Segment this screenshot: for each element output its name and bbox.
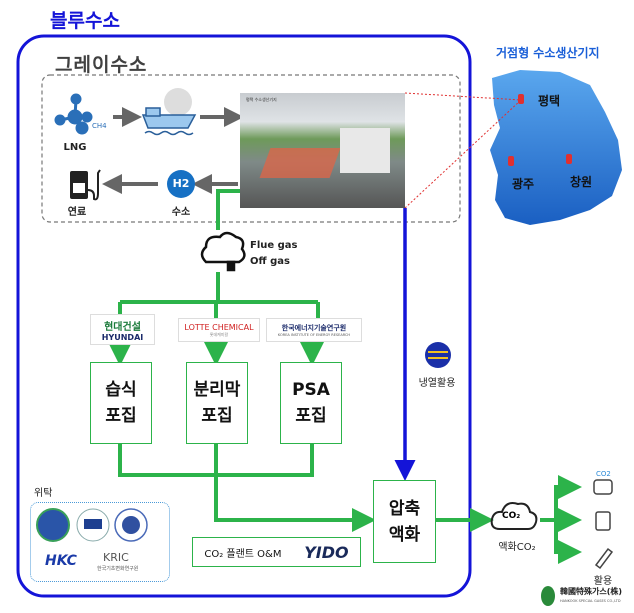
kric-sub: 한국기초변화연구원	[97, 566, 139, 572]
h2-text: H2	[172, 177, 190, 190]
lng-ship-icon	[141, 88, 197, 136]
ch4-label: CH4	[92, 122, 107, 130]
kier-sub-text: KOREA INSTITUTE OF ENERGY RESEARCH	[277, 333, 351, 337]
korea-map	[490, 70, 622, 225]
flue-gas-icon	[200, 231, 246, 272]
dry-ice-icon	[593, 479, 613, 495]
hyundai-enc-text: 현대건설	[104, 321, 141, 333]
om-box: CO₂ 플랜트 O&M YIDO	[192, 537, 361, 567]
cold-heat-logo-icon	[425, 342, 451, 368]
consign-box: HKC KRIC 한국기초변화연구원	[30, 502, 170, 582]
gray-hydrogen-frame	[41, 74, 461, 223]
co2-cloud-label: CO₂	[502, 511, 521, 521]
university-logos	[36, 508, 148, 542]
kric-logo: KRIC	[103, 551, 129, 564]
lotte-text: LOTTE CHEMICAL	[184, 322, 254, 332]
hyundai-text: HYUNDAI	[101, 332, 144, 342]
membrane-capture-box: 분리막 포집	[186, 362, 248, 444]
co2-cloud-icon	[490, 502, 538, 530]
flue-gas-label: Flue gas	[250, 240, 298, 251]
site-label-pyeongtaek: 평택	[538, 94, 561, 108]
company-name: 韓國特殊가스(株)	[560, 587, 623, 596]
plant-structure	[259, 148, 341, 178]
h2-icon	[167, 170, 195, 198]
hydrogen-label: 수소	[171, 207, 191, 218]
site-label-changwon: 창원	[570, 175, 593, 189]
site-marker-gwangju	[508, 156, 514, 166]
liquid-co2-label: 액화CO₂	[498, 542, 536, 553]
site-label-gwangju: 광주	[512, 177, 535, 191]
consign-title: 위탁	[34, 488, 53, 499]
hydrogen-plant-photo: 평택 수소생산기지	[240, 93, 405, 208]
blue-hydrogen-frame	[16, 34, 472, 598]
fuel-label: 연료	[67, 207, 87, 218]
psa-capture-box: PSA 포집	[280, 362, 342, 444]
usage-label: 활용	[593, 576, 613, 587]
kier-text: 한국에너지기술연구원	[281, 324, 347, 332]
compress-liquefy-box: 압축 액화	[373, 480, 436, 563]
kier-logo: 한국에너지기술연구원 KOREA INSTITUTE OF ENERGY RES…	[266, 318, 362, 342]
site-marker-pyeongtaek	[518, 94, 524, 104]
hyundai-logo: 현대건설 HYUNDAI	[90, 314, 155, 345]
off-gas-label: Off gas	[250, 256, 290, 267]
usage-icons	[593, 479, 614, 570]
lng-molecule-icon	[54, 93, 93, 135]
co2-usage-label: CO2	[596, 470, 611, 478]
blue-hydrogen-title: 블루수소	[50, 10, 120, 32]
bottle-icon	[594, 547, 614, 570]
beverage-icon	[595, 511, 611, 531]
company-sub: HANKOOK SPECIAL GASES CO.,LTD	[560, 599, 621, 603]
om-label: CO₂ 플랜트 O&M	[204, 548, 282, 560]
lng-label: LNG	[63, 142, 87, 153]
wet-capture-box: 습식 포집	[90, 362, 152, 444]
gray-hydrogen-title: 그레이수소	[55, 54, 148, 76]
company-logo-icon	[541, 586, 555, 606]
photo-caption: 평택 수소생산기지	[246, 97, 277, 102]
fuel-pump-icon	[70, 169, 101, 201]
cold-heat-label: 냉열활용	[418, 378, 456, 389]
yido-logo: YIDO	[304, 542, 349, 562]
map-title: 거점형 수소생산기지	[496, 46, 600, 60]
lotte-sub-text: 롯데케미칼	[209, 331, 229, 337]
lotte-chemical-logo: LOTTE CHEMICAL 롯데케미칼	[178, 318, 260, 342]
site-marker-changwon	[566, 154, 572, 164]
hkc-logo: HKC	[45, 553, 77, 569]
plant-building	[340, 128, 390, 173]
